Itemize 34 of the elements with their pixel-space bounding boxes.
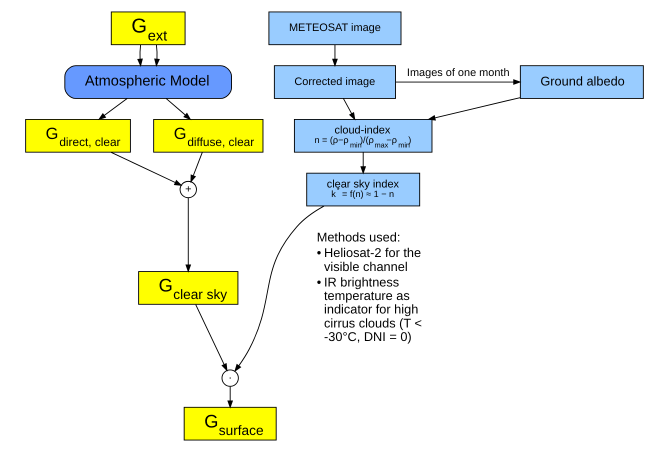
arrow [194, 304, 228, 372]
arrow [97, 98, 128, 120]
node-box: clear sky index k$^{*}$ = f(n) ≈ 1 − n [306, 172, 420, 206]
node-circle: + [179, 180, 196, 198]
arrow [342, 98, 355, 121]
node-box: Ground albedo [519, 65, 644, 99]
node-box: G$_{diffuse, clear}$ [152, 118, 263, 153]
label: Heliosat-2 for the visible channel [324, 245, 421, 274]
arrow [190, 152, 202, 184]
node-circle: · [221, 370, 238, 387]
arrow [360, 152, 366, 174]
arrow [110, 152, 182, 186]
arrow [226, 386, 233, 409]
arrow [234, 206, 324, 372]
node-box: G$_{clear sky}$ [138, 271, 238, 305]
label: • [316, 245, 321, 260]
node-box: cloud-index n = (ρ−ρ$_{min}$)/(ρ$_{max}$−ρ$_{min}$) [293, 118, 432, 153]
node-box: G$_{surface}$ [183, 406, 276, 441]
label: IR brightness temperature as indicator for high cirrus clouds (T < -30°C, DNI = 0) [324, 274, 422, 344]
node-box: Atmospheric Model [64, 65, 232, 99]
arrow [165, 98, 191, 120]
node-box: G$_{direct, clear}$ [24, 118, 130, 153]
node-box: METEOSAT image [268, 11, 401, 46]
label: • [316, 274, 321, 290]
arrow [136, 44, 142, 67]
node-box: G$_{ext}$ [110, 11, 186, 46]
arrow [394, 79, 521, 85]
arrow [154, 44, 160, 67]
node-box: Corrected image [273, 65, 396, 99]
arrow [332, 44, 338, 67]
arrow [184, 198, 191, 273]
arrow [426, 97, 520, 121]
label: Methods used: [316, 230, 400, 245]
edge-label: Images of one month [406, 67, 510, 80]
